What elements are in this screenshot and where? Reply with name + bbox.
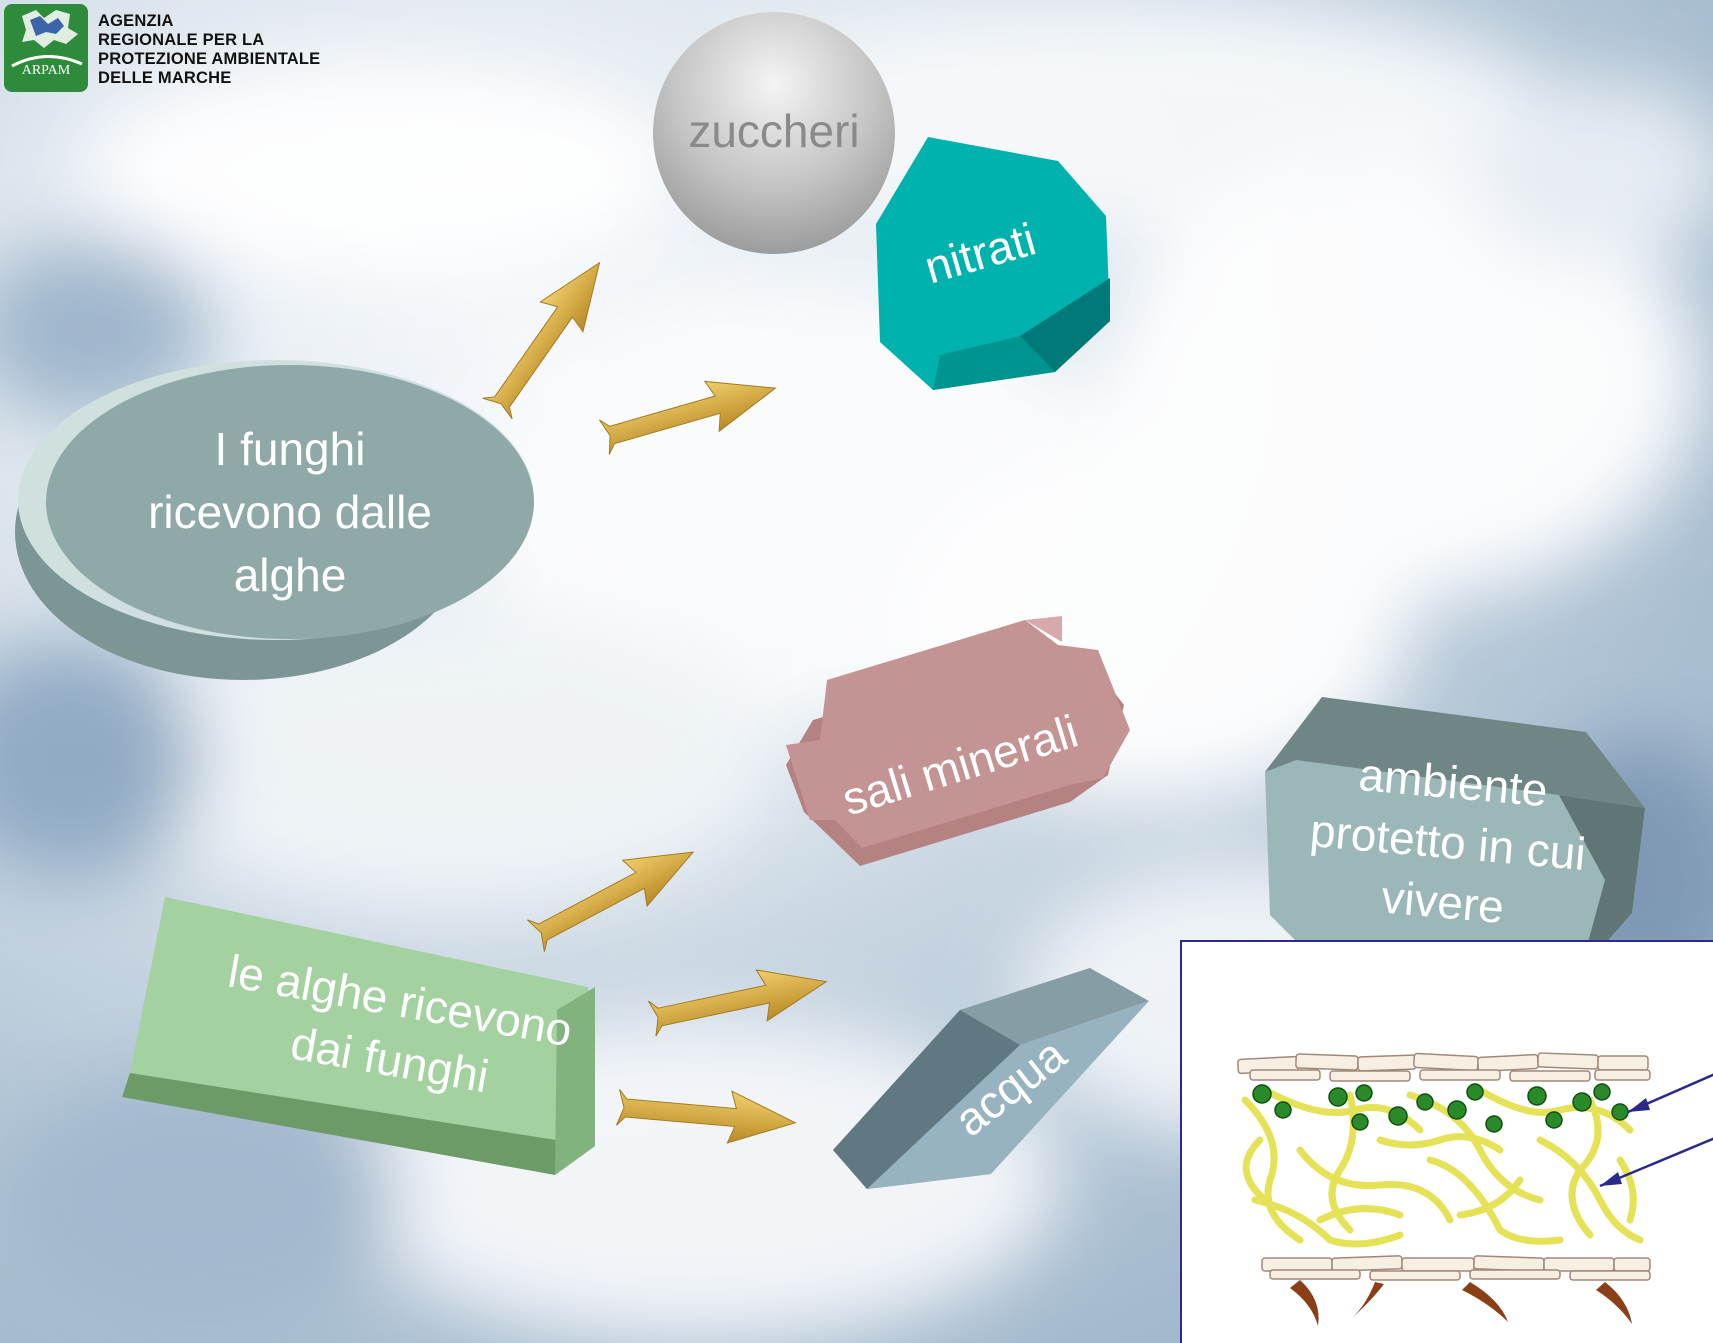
arrow-to-acqua <box>615 1080 799 1150</box>
fungi-line: ricevono dalle <box>148 486 432 538</box>
arpam-logo: ARPAM <box>4 4 88 92</box>
sali-cross <box>786 616 1130 866</box>
fungi-ellipse <box>15 360 534 680</box>
arrow-to-nitrati <box>596 362 784 463</box>
arrow-to-ambiente <box>646 955 833 1045</box>
acqua-block <box>833 968 1149 1189</box>
agency-line: PROTEZIONE AMBIENTALE <box>98 50 321 68</box>
ambiente-label: ambiente protetto in cui vivere <box>1261 737 1635 948</box>
ambiente-block <box>1265 697 1645 972</box>
fungi-label: I funghi ricevono dalle alghe <box>90 418 490 607</box>
fungi-line: alghe <box>233 549 347 601</box>
arrow-to-zuccheri <box>475 247 622 424</box>
agency-line: AGENZIA <box>98 12 174 30</box>
agency-name: AGENZIA REGIONALE PER LA PROTEZIONE AMBI… <box>98 12 320 88</box>
arrow-to-sali <box>523 828 706 960</box>
fungi-line: I funghi <box>214 423 366 475</box>
nitrati-octagon <box>876 137 1110 390</box>
lichen-illustration <box>1180 940 1713 1343</box>
agency-line: DELLE MARCHE <box>98 69 232 87</box>
algae-slab <box>122 897 595 1175</box>
svg-text:ARPAM: ARPAM <box>22 63 71 78</box>
zuccheri-sphere <box>653 12 895 254</box>
zuccheri-label: zuccheri <box>688 105 860 157</box>
agency-line: REGIONALE PER LA <box>98 31 265 49</box>
